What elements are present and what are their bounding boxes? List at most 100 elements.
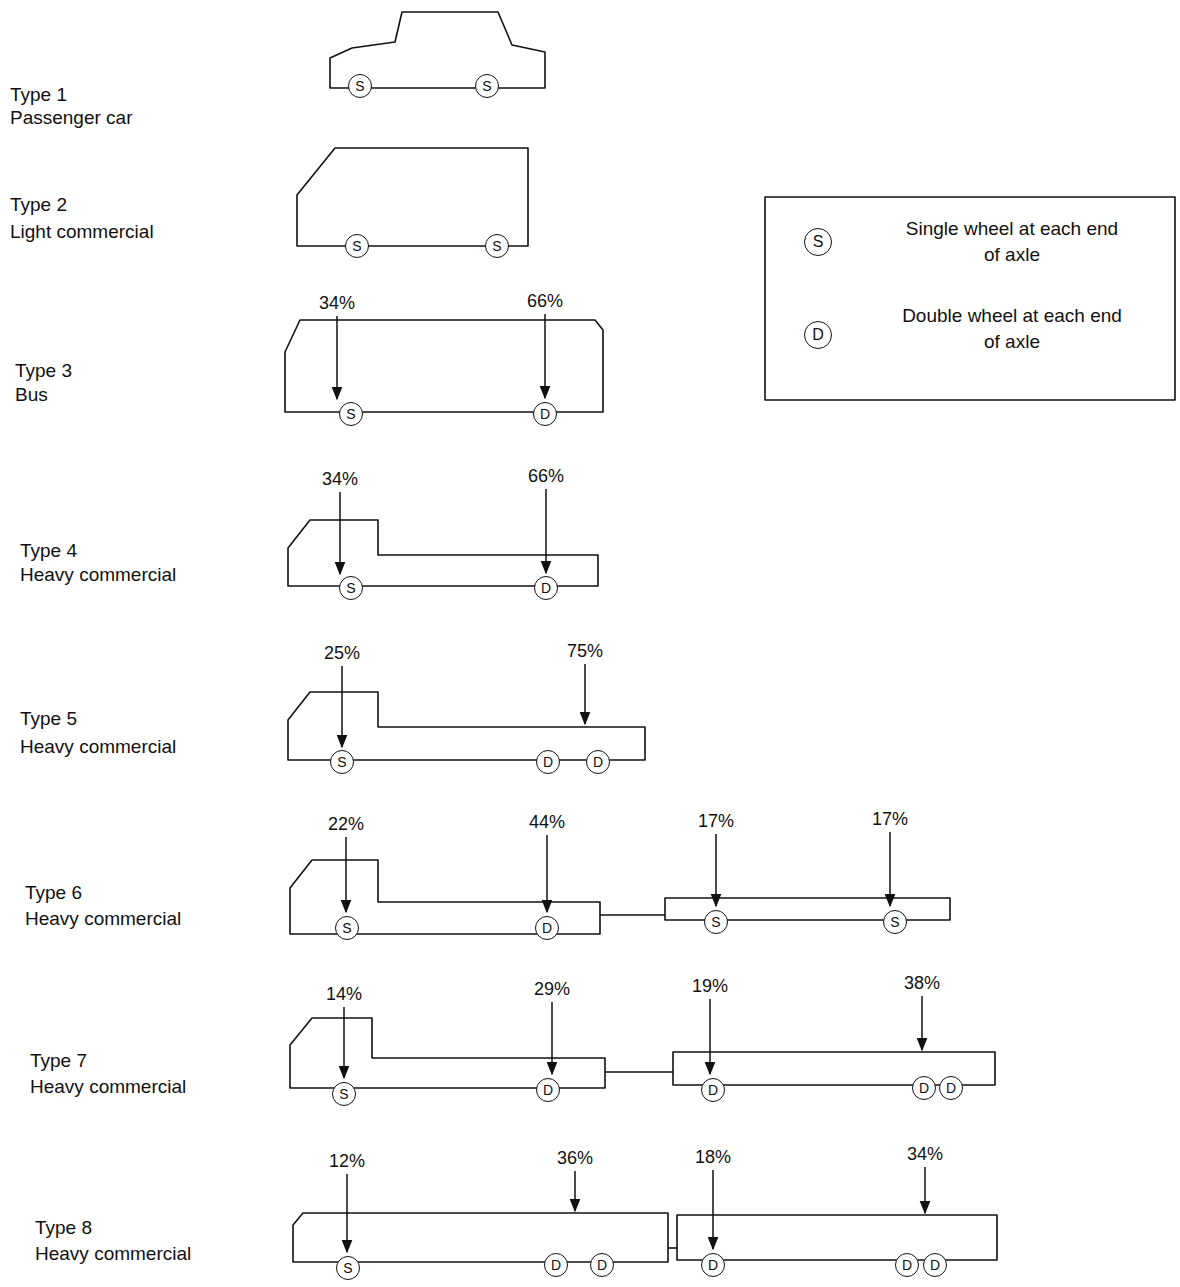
wheel-letter: D (540, 406, 550, 422)
wheel-circle: S (704, 910, 728, 934)
wheel-circle: D (586, 750, 610, 774)
load-percentage: 38% (904, 972, 940, 994)
load-arrow (584, 664, 586, 724)
legend-text: Double wheel at each end of axle (902, 303, 1122, 355)
load-percentage: 34% (907, 1143, 943, 1165)
vehicle-type-label: Type 1 (10, 84, 67, 106)
load-arrow (551, 1002, 553, 1074)
wheel-letter: S (482, 78, 491, 94)
wheel-letter: D (708, 1257, 718, 1273)
load-percentage: 17% (872, 808, 908, 830)
load-percentage: 18% (695, 1146, 731, 1168)
wheel-letter: S (339, 1086, 348, 1102)
truck-body (288, 520, 598, 586)
load-percentage: 19% (692, 975, 728, 997)
load-percentage: 44% (529, 811, 565, 833)
load-arrow (345, 837, 347, 912)
load-percentage: 36% (557, 1147, 593, 1169)
wheel-letter: S (346, 580, 355, 596)
wheel-circle: D (536, 1078, 560, 1102)
wheel-letter: S (337, 754, 346, 770)
wheel-circle: D (535, 916, 559, 940)
van-body (297, 148, 528, 246)
wheel-circle: D (533, 402, 557, 426)
load-arrow (924, 1167, 926, 1213)
load-arrow (715, 834, 717, 906)
wheel-letter: D (946, 1080, 956, 1096)
load-arrow (574, 1171, 576, 1211)
wheel-letter: S (890, 914, 899, 930)
load-percentage: 17% (698, 810, 734, 832)
load-percentage: 25% (324, 642, 360, 664)
vehicle-type-label: Bus (15, 384, 48, 406)
trailer-body (677, 1215, 997, 1260)
load-arrow (544, 314, 546, 398)
wheel-letter: S (492, 238, 501, 254)
load-arrow (339, 492, 341, 574)
load-arrow (545, 489, 547, 573)
wheel-letter: D (902, 1257, 912, 1273)
wheel-circle: S (339, 576, 363, 600)
bus-body (285, 320, 603, 412)
wheel-letter: D (543, 754, 553, 770)
wheel-letter: D (551, 1257, 561, 1273)
wheel-letter: D (708, 1082, 718, 1098)
load-arrow (343, 1007, 345, 1078)
vehicle-type-label: Type 4 (20, 540, 77, 562)
wheel-circle: S (475, 74, 499, 98)
wheel-circle: S (485, 234, 509, 258)
vehicle-type-label: Type 7 (30, 1050, 87, 1072)
wheel-circle: D (701, 1078, 725, 1102)
vehicle-type-label: Type 3 (15, 360, 72, 382)
load-percentage: 75% (567, 640, 603, 662)
wheel-letter: D (593, 754, 603, 770)
load-percentage: 22% (328, 813, 364, 835)
wheel-circle: S (348, 74, 372, 98)
wheel-circle: D (536, 750, 560, 774)
load-percentage: 34% (322, 468, 358, 490)
load-arrow (921, 996, 923, 1050)
load-percentage: 29% (534, 978, 570, 1000)
wheel-letter: S (813, 233, 824, 251)
wheel-circle: D (923, 1253, 947, 1277)
wheel-circle: D (939, 1076, 963, 1100)
coupling (605, 1071, 673, 1073)
wheel-circle: D (590, 1253, 614, 1277)
wheel-circle: D (701, 1253, 725, 1277)
wheel-letter: S (352, 238, 361, 254)
wheel-circle: S (804, 228, 832, 256)
load-arrow (341, 666, 343, 747)
wheel-circle: D (912, 1076, 936, 1100)
wheel-circle: D (534, 576, 558, 600)
load-percentage: 12% (329, 1150, 365, 1172)
load-arrow (346, 1174, 348, 1252)
load-percentage: 14% (326, 983, 362, 1005)
truck-body (293, 1213, 668, 1262)
wheel-letter: D (542, 920, 552, 936)
load-arrow (712, 1170, 714, 1249)
load-percentage: 66% (528, 465, 564, 487)
load-arrow (709, 999, 711, 1074)
vehicle-type-label: Type 2 (10, 194, 67, 216)
wheel-letter: S (346, 406, 355, 422)
wheel-letter: S (342, 920, 351, 936)
wheel-circle: S (335, 916, 359, 940)
vehicle-type-label: Heavy commercial (20, 564, 176, 586)
wheel-circle: S (330, 750, 354, 774)
wheel-letter: D (543, 1082, 553, 1098)
wheel-circle: D (895, 1253, 919, 1277)
vehicle-type-label: Type 6 (25, 882, 82, 904)
load-arrow (336, 316, 338, 399)
coupling (600, 914, 665, 916)
wheel-circle: S (883, 910, 907, 934)
wheel-circle: D (804, 321, 832, 349)
wheel-circle: D (544, 1253, 568, 1277)
wheel-circle: S (339, 402, 363, 426)
wheel-letter: D (930, 1257, 940, 1273)
wheel-letter: S (343, 1260, 352, 1276)
wheel-letter: D (597, 1257, 607, 1273)
load-percentage: 66% (527, 290, 563, 312)
vehicle-type-label: Heavy commercial (35, 1243, 191, 1265)
wheel-letter: D (812, 326, 824, 344)
